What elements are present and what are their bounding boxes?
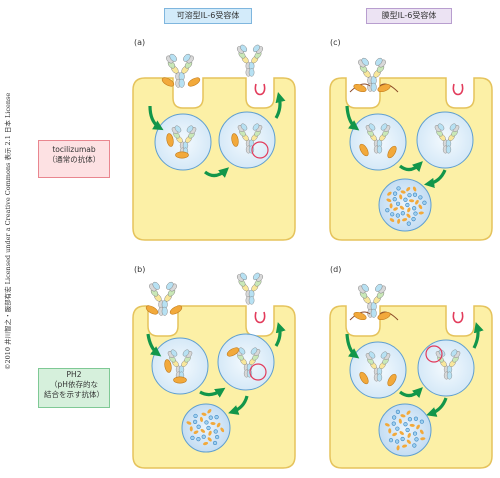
tocilizumab-label-line2: （通常の抗体） (47, 155, 101, 164)
receptor-b-endo-2 (173, 376, 187, 384)
ph2-label: PH2 （pH依存的な 結合を示す抗体） (38, 368, 110, 408)
panel-label-d: (d) (330, 265, 342, 274)
soluble-receptor-b-1 (145, 305, 159, 315)
arrow-b-to-lysosome (228, 395, 249, 415)
arrow-c-internalize (345, 105, 360, 131)
antibody-b-outside (149, 281, 177, 316)
membrane-receptor-header: 膜型IL-6受容体 (366, 8, 452, 24)
receptor-d-endo-1 (359, 371, 369, 385)
receptor-b-endo-3 (226, 347, 240, 357)
arrow-a-recycle (274, 92, 286, 119)
arrow-b-recycle (274, 322, 286, 347)
arrow-b-internalize (146, 333, 162, 357)
antibody-c-endosome-2 (434, 123, 460, 154)
lysosome-d (378, 403, 432, 457)
receptor-d-2 (377, 311, 391, 321)
receptor-d-endo-2 (387, 373, 397, 387)
arrow-a-internalize (148, 105, 164, 131)
arrow-d-internalize (345, 333, 360, 359)
receptor-c-endo-2 (387, 145, 397, 159)
membrane-receptor-a (254, 83, 266, 96)
degraded-fragments-d (384, 409, 426, 451)
ph2-label-line1: PH2 (66, 370, 82, 379)
panel-label-a: (a) (134, 38, 146, 47)
antibody-d-outside (358, 283, 386, 318)
cell-panel-a (132, 77, 296, 241)
panel-label-c: (c) (330, 38, 341, 47)
arrow-d-to-lysosome (426, 397, 448, 417)
antibody-a-outside (166, 53, 194, 88)
arrow-b-to-endosome (199, 387, 226, 398)
antibody-b-endosome-2 (235, 347, 261, 378)
tocilizumab-label: tocilizumab （通常の抗体） (38, 140, 110, 178)
lysosome-c (378, 178, 432, 232)
membrane-receptor-d-endo (425, 345, 443, 363)
ph2-label-line3: 結合を示す抗体） (44, 390, 104, 399)
ph2-label-line2: （pH依存的な (50, 380, 98, 389)
antibody-a-endosome-2 (237, 123, 263, 154)
receptor-d-1 (353, 311, 367, 321)
arrow-c-to-endosome (399, 161, 423, 172)
soluble-receptor-b-2 (169, 305, 183, 315)
soluble-receptor-a-2 (187, 77, 201, 87)
antibody-c-outside (358, 57, 386, 92)
membrane-receptor-a-endo (251, 141, 269, 159)
membrane-receptor-b-endo (249, 363, 267, 381)
receptor-a-endo-3 (231, 133, 239, 147)
membrane-receptor-b (254, 311, 266, 324)
tocilizumab-label-line1: tocilizumab (52, 145, 96, 154)
antibody-d-endosome-1 (365, 351, 391, 382)
degraded-fragments-b (186, 409, 225, 446)
antibody-a-free (236, 44, 264, 77)
soluble-receptor-header: 可溶型IL-6受容体 (164, 8, 252, 24)
antibody-b-free (236, 272, 264, 305)
receptor-a-endo-1 (166, 133, 174, 147)
arrow-d-to-endosome (399, 387, 423, 398)
receptor-a-endo-2 (175, 151, 189, 159)
receptor-b-endo-1 (164, 359, 172, 373)
membrane-receptor-c (452, 83, 464, 96)
soluble-receptor-a-1 (161, 77, 175, 87)
panel-label-b: (b) (134, 265, 146, 274)
arrow-c-to-lysosome (423, 169, 447, 189)
arrow-d-recycle (472, 322, 484, 349)
receptor-c-1 (353, 83, 367, 93)
endosome-b-1 (151, 337, 209, 395)
receptor-c-endo-1 (359, 143, 369, 157)
antibody-c-endosome-1 (365, 123, 391, 154)
membrane-receptor-d (452, 311, 464, 324)
receptor-c-2 (377, 83, 391, 93)
arrow-a-to-endosome (204, 167, 230, 178)
degraded-fragments-c (385, 186, 427, 226)
antibody-b-endosome-1 (167, 349, 193, 380)
